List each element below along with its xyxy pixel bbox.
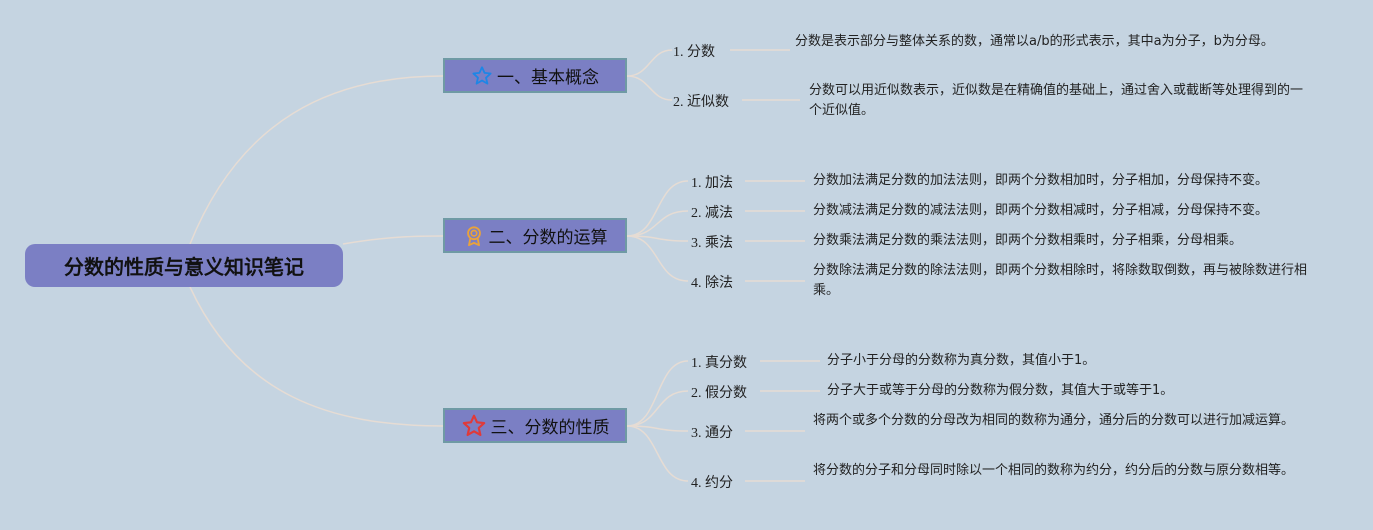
root-node[interactable]: 分数的性质与意义知识笔记 xyxy=(25,244,343,287)
topic-desc-addition: 分数加法满足分数的加法法则，即两个分数相加时，分子相加，分母保持不变。 xyxy=(813,173,1269,188)
topic-label-multiplication[interactable]: 3. 乘法 xyxy=(691,236,733,251)
topic-desc-approx: 分数可以用近似数表示，近似数是在精确值的基础上，通过舍入或截断等处理得到的一个近… xyxy=(809,83,1304,118)
branch-title: 二、分数的运算 xyxy=(488,228,608,248)
award-badge-icon xyxy=(466,225,481,246)
topic-desc-proper-fraction: 分子小于分母的分数称为真分数，其值小于1。 xyxy=(827,353,1096,368)
topic-desc-reduction: 将分数的分子和分母同时除以一个相同的数称为约分，约分后的分数与原分数相等。 xyxy=(813,463,1295,478)
topic-label-subtraction[interactable]: 2. 减法 xyxy=(691,206,733,221)
topic-label-approx[interactable]: 2. 近似数 xyxy=(673,95,729,110)
topic-label-fraction[interactable]: 1. 分数 xyxy=(673,45,715,60)
star-outline-red-icon xyxy=(462,414,485,436)
topic-label-improper-fraction[interactable]: 2. 假分数 xyxy=(691,386,747,401)
topic-label-division[interactable]: 4. 除法 xyxy=(691,276,733,291)
connector-root-branch-3 xyxy=(189,286,444,427)
topic-desc-fraction: 分数是表示部分与整体关系的数，通常以a/b的形式表示，其中a为分子，b为分母。 xyxy=(795,34,1274,49)
star-outline-blue-icon xyxy=(472,65,492,85)
topic-desc-multiplication: 分数乘法满足分数的乘法法则，即两个分数相乘时，分子相乘，分母相乘。 xyxy=(813,233,1243,248)
connector-root-branch-2 xyxy=(342,235,444,245)
topic-label-proper-fraction[interactable]: 1. 真分数 xyxy=(691,356,747,371)
topic-desc-subtraction: 分数减法满足分数的减法法则，即两个分数相减时，分子相减，分母保持不变。 xyxy=(813,203,1269,218)
branch-basic-concepts[interactable]: 一、基本概念 xyxy=(443,58,627,93)
topic-desc-division: 分数除法满足分数的除法法则，即两个分数相除时，将除数取倒数，再与被除数进行相乘。 xyxy=(813,263,1308,298)
topic-desc-common-denominator: 将两个或多个分数的分母改为相同的数称为通分，通分后的分数可以进行加减运算。 xyxy=(813,413,1295,428)
topic-label-common-denominator[interactable]: 3. 通分 xyxy=(691,426,733,441)
branch-operations[interactable]: 二、分数的运算 xyxy=(443,218,627,253)
branch-title: 三、分数的性质 xyxy=(490,418,610,438)
branch-title: 一、基本概念 xyxy=(497,68,599,88)
topic-label-reduction[interactable]: 4. 约分 xyxy=(691,476,733,491)
branch-properties[interactable]: 三、分数的性质 xyxy=(443,408,627,443)
topic-desc-improper-fraction: 分子大于或等于分母的分数称为假分数，其值大于或等于1。 xyxy=(827,383,1174,398)
connector-root-branch-1 xyxy=(189,75,444,245)
root-title: 分数的性质与意义知识笔记 xyxy=(64,255,304,279)
topic-label-addition[interactable]: 1. 加法 xyxy=(691,176,733,191)
